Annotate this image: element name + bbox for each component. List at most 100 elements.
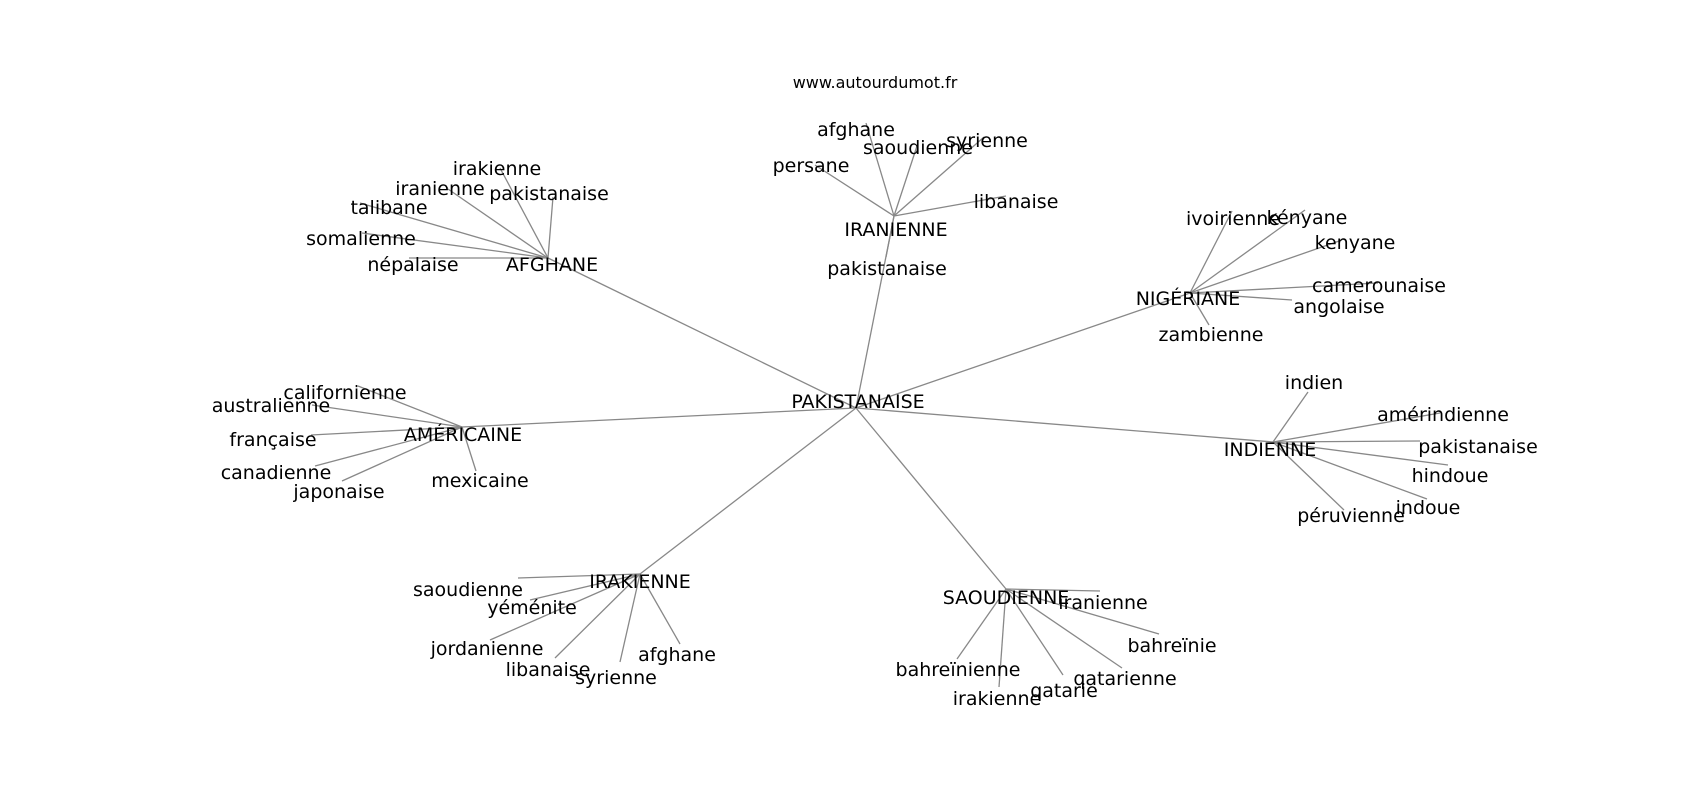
edge-center-nigeriane [855,292,1191,409]
leaf-node[interactable]: zambienne [1159,324,1264,346]
leaf-node[interactable]: népalaise [367,254,458,276]
edge-nigeriane-leaf [1189,239,1343,294]
edge-americaine-leaf [314,426,463,467]
edge-indienne-leaf [1272,391,1309,443]
edge-americaine-leaf [310,426,463,436]
leaf-node[interactable]: syrienne [575,667,657,689]
edge-center-indienne [855,407,1274,443]
leaf-node[interactable]: persane [773,155,850,177]
edge-irakienne-leaf [554,573,641,659]
labels: www.autourdumot.fr PAKISTANAISE AFGHANE i… [212,73,1538,710]
leaf-node[interactable]: pakistanaise [827,258,947,280]
leaf-node[interactable]: hindoue [1412,465,1489,487]
edge-saoudienne-leaf [1005,588,1064,676]
edge-nigeriane-leaf [1189,282,1379,294]
leaf-node[interactable]: amérindienne [1377,404,1509,426]
edge-irakienne-leaf [517,573,641,579]
edge-afghane-leaf [447,188,549,259]
leaf-node[interactable]: angolaise [1293,296,1384,318]
edges [310,122,1449,688]
edge-center-irakienne [639,407,857,575]
leaf-node[interactable]: irakienne [953,688,1041,710]
leaf-node[interactable]: californienne [283,382,406,404]
leaf-node[interactable]: qatarienne [1073,668,1176,690]
edge-iranienne-leaf [814,164,895,217]
edge-saoudienne-leaf [1005,588,1160,635]
edge-saoudienne-leaf [998,588,1007,688]
edge-irakienne-leaf [529,573,641,601]
leaf-node[interactable]: kenyane [1315,232,1396,254]
edge-indienne-leaf [1272,440,1421,443]
leaf-node[interactable]: iranienne [1058,592,1148,614]
leaf-node[interactable]: française [229,429,316,451]
edge-nigeriane-leaf [1189,292,1293,301]
leaf-node[interactable]: saoudienne [413,579,523,601]
edge-indienne-leaf [1272,412,1441,443]
edge-nigeriane-leaf [1189,209,1306,294]
leaf-node[interactable]: somalienne [306,228,416,250]
leaf-node[interactable]: saoudienne [863,137,973,159]
edge-irakienne-leaf [639,573,681,645]
edge-saoudienne-leaf [1005,588,1101,592]
source-label: www.autourdumot.fr [793,73,958,92]
hub-node-americaine[interactable]: AMÉRICAINE [404,423,522,446]
hub-node-afghane[interactable]: AFGHANE [506,254,598,276]
hub-node-nigeriane[interactable]: NIGÉRIANE [1136,287,1241,310]
edge-saoudienne-leaf [1005,588,1123,669]
edge-americaine-leaf [461,426,477,472]
leaf-node[interactable]: libanaise [974,191,1059,213]
leaf-node[interactable]: pakistanaise [1418,436,1538,458]
edge-americaine-leaf [311,404,463,428]
hub-node-saoudienne[interactable]: SAOUDIENNE [943,587,1070,609]
leaf-node[interactable]: mexicaine [431,470,529,492]
leaf-node[interactable]: yéménite [487,597,577,619]
leaf-node[interactable]: péruvienne [1297,505,1405,527]
leaf-node[interactable]: bahreïnienne [896,659,1021,681]
edge-indienne-leaf [1272,441,1345,511]
hub-node-irakienne[interactable]: IRAKIENNE [589,571,691,593]
leaf-node[interactable]: irakienne [453,158,541,180]
edge-indienne-leaf [1272,441,1449,466]
edge-center-saoudienne [855,407,1007,590]
edge-saoudienne-leaf [956,588,1007,660]
leaf-node[interactable]: iranienne [395,178,485,200]
edge-americaine-leaf [357,385,463,428]
leaf-node[interactable]: indoue [1396,497,1461,519]
leaf-node[interactable]: jordanienne [430,638,544,660]
edge-irakienne-leaf [619,573,641,663]
edge-americaine-leaf [341,426,463,482]
edge-nigeriane-leaf [1189,210,1233,294]
edge-indienne-leaf [1272,441,1428,500]
edge-iranienne-leaf [893,136,985,217]
edge-nigeriane-leaf [1189,292,1210,326]
edge-iranienne-leaf [893,195,1007,217]
leaf-node[interactable]: australienne [212,395,331,417]
leaf-node[interactable]: afghane [638,644,716,666]
leaf-node[interactable]: ivoirienne [1186,208,1280,230]
edge-center-americaine [461,407,857,428]
edge-iranienne-leaf [865,122,895,217]
leaf-node[interactable]: pakistanaise [489,183,609,205]
edge-afghane-leaf [361,232,549,259]
edge-afghane-leaf [359,202,549,259]
leaf-node[interactable]: afghane [817,119,895,141]
edge-irakienne-leaf [489,573,641,641]
leaf-node[interactable]: japonaise [292,481,384,503]
leaf-node[interactable]: qatarie [1030,680,1098,702]
leaf-node[interactable]: talibane [350,197,427,219]
hub-node-iranienne[interactable]: IRANIENNE [844,219,947,241]
leaf-node[interactable]: syrienne [946,130,1028,152]
edge-iranienne-leaf [885,215,895,258]
leaf-node[interactable]: indien [1285,372,1343,394]
leaf-node[interactable]: bahreïnie [1127,635,1216,657]
edge-iranienne-leaf [893,145,918,217]
leaf-node[interactable]: libanaise [506,659,591,681]
edge-afghane-leaf [499,167,549,259]
hub-node-indienne[interactable]: INDIENNE [1224,439,1317,461]
leaf-node[interactable]: kényane [1267,207,1348,229]
leaf-node[interactable]: camerounaise [1312,275,1446,297]
leaf-node[interactable]: canadienne [221,462,332,484]
edge-afghane-leaf [547,196,554,259]
center-node[interactable]: PAKISTANAISE [791,391,924,413]
